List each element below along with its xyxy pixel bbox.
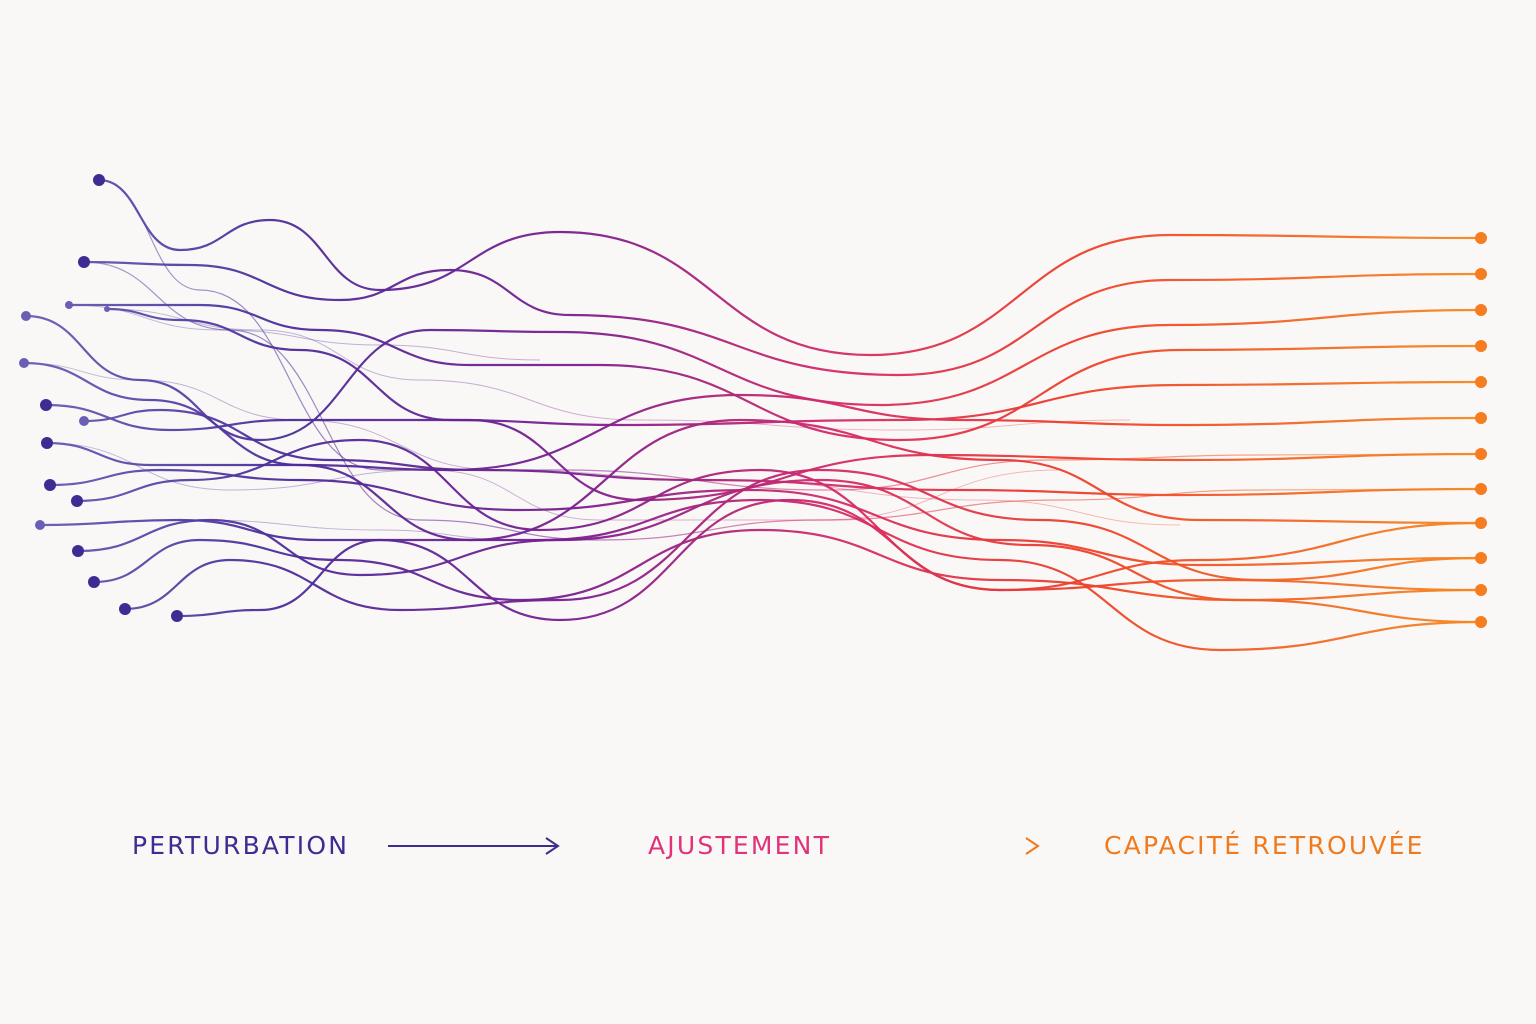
end-nodes: [1475, 232, 1487, 628]
flow-path: [39, 498, 1482, 652]
end-node: [1475, 268, 1487, 280]
flow-path: [98, 179, 1482, 491]
arrow-right-icon: [878, 837, 1040, 855]
end-node: [1475, 584, 1487, 596]
start-node: [21, 311, 31, 321]
stage-label-perturbation: PERTURBATION: [132, 831, 350, 860]
end-node: [1475, 517, 1487, 529]
flow-path-faint: [46, 442, 1061, 521]
flow-path: [69, 303, 1482, 442]
start-node: [104, 306, 110, 312]
start-node: [35, 520, 45, 530]
stage-label-ajustement: AJUSTEMENT: [648, 831, 832, 860]
flow-path-faint: [106, 308, 1131, 431]
end-node: [1475, 232, 1487, 244]
start-node: [78, 256, 90, 268]
flow-path-faint: [23, 362, 1181, 526]
flow-path: [106, 307, 1482, 427]
start-node: [19, 358, 29, 368]
end-node: [1475, 552, 1487, 564]
end-node: [1475, 483, 1487, 495]
start-node: [40, 399, 52, 411]
end-node: [1475, 376, 1487, 388]
flow-path: [46, 418, 1482, 542]
start-node: [171, 610, 183, 622]
arrow-right-icon: [388, 837, 560, 855]
flow-paths: [23, 178, 1482, 652]
start-node: [79, 416, 89, 426]
start-node: [65, 301, 73, 309]
flow-path: [45, 403, 1482, 502]
start-node: [88, 576, 100, 588]
stage-label-capacite: CAPACITÉ RETROUVÉE: [1104, 831, 1425, 860]
start-node: [41, 437, 53, 449]
end-node: [1475, 616, 1487, 628]
start-node: [93, 174, 105, 186]
end-node: [1475, 304, 1487, 316]
flow-path: [76, 438, 1482, 592]
flow-path-faint: [39, 519, 521, 541]
flow-path: [98, 178, 1482, 357]
end-node: [1475, 340, 1487, 352]
flow-path: [176, 498, 1482, 622]
start-nodes: [19, 174, 183, 622]
flow-path: [23, 361, 1482, 472]
flow-path: [83, 261, 1482, 541]
start-node: [72, 545, 84, 557]
end-node: [1475, 448, 1487, 460]
flow-path: [25, 308, 1482, 442]
start-node: [119, 603, 131, 615]
flow-path-faint: [68, 304, 541, 361]
flow-path: [83, 260, 1482, 377]
flow-path: [83, 408, 1482, 497]
start-node: [44, 479, 56, 491]
flow-path: [49, 468, 1482, 567]
flow-path: [124, 468, 1482, 612]
end-node: [1475, 412, 1487, 424]
start-node: [71, 495, 83, 507]
